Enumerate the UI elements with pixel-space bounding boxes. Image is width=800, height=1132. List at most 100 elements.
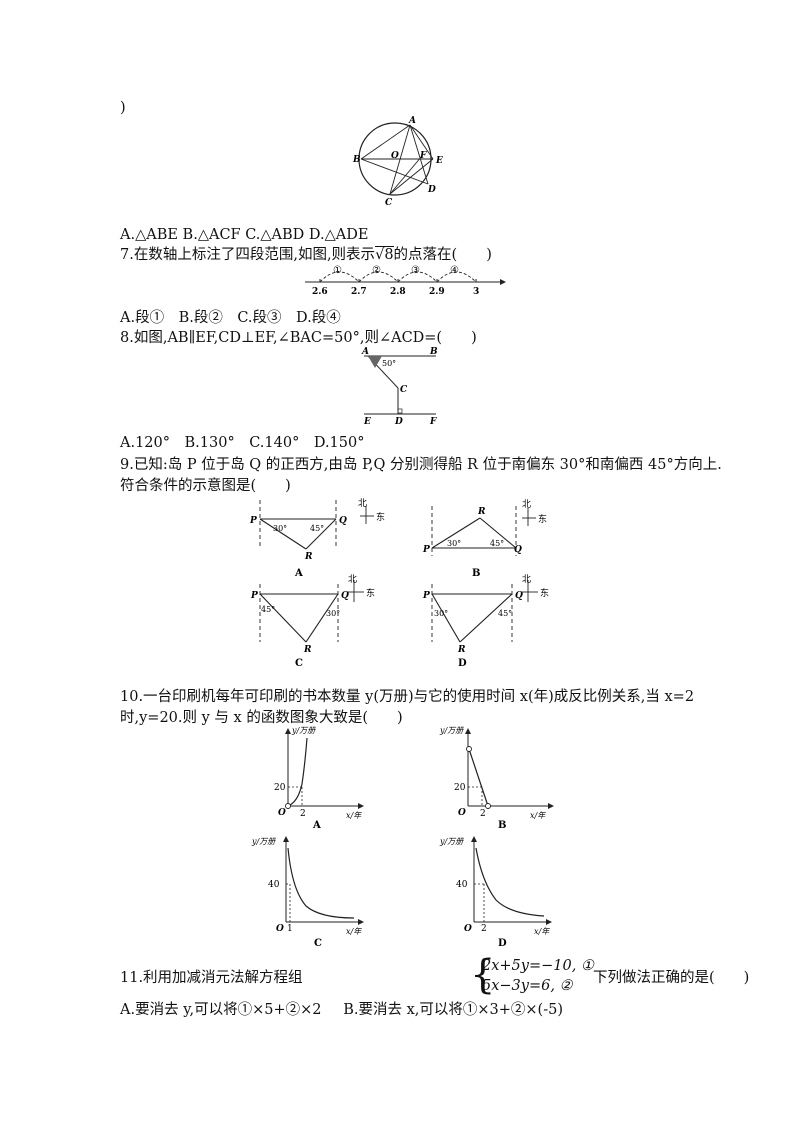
svg-text:x/年: x/年 [530,811,546,820]
q11-option-b: B.要消去 x,可以将①×3+②×(-5) [343,1002,563,1018]
svg-text:O: O [458,808,466,818]
svg-text:40: 40 [456,880,468,890]
q11-equation-2: 5x−3y=6, ② [482,978,573,994]
q9-stem-line2: 符合条件的示意图是( ) [120,478,291,494]
svg-text:B: B [352,155,361,165]
svg-text:D: D [427,185,436,195]
svg-text:Q: Q [341,591,349,601]
svg-text:E: E [363,417,371,427]
svg-text:C: C [400,385,408,395]
q10-stem-line1: 10.一台印刷机每年可印刷的书本数量 y(万册)与它的使用时间 x(年)成反比例… [120,689,695,705]
svg-text:O: O [276,924,284,934]
q10-graph-b: y/万册 x/年 O 20 2 B [439,726,554,831]
svg-text:Q: Q [515,591,523,601]
q11-equation-1: 2x+5y=−10, ① [482,958,594,974]
svg-text:y/万册: y/万册 [291,726,316,735]
svg-text:东: 东 [538,513,547,525]
svg-text:P: P [250,591,258,601]
svg-text:北: 北 [522,499,531,510]
svg-text:x/年: x/年 [346,811,362,820]
q10-stem-line2: 时,y=20.则 y 与 x 的函数图象大致是( ) [120,710,403,726]
q9-stem-line1: 9.已知:岛 P 位于岛 Q 的正西方,由岛 P,Q 分别测得船 R 位于南偏东… [120,457,722,473]
q10-graph-c: y/万册 x/年 O 40 1 C [251,836,364,949]
svg-text:E: E [435,156,443,166]
svg-text:O: O [278,808,286,818]
q7-stem: 7.在数轴上标注了四段范围,如图,则表示√8的点落在( ) [120,246,492,263]
q10-graph-d: y/万册 x/年 O 40 2 D [439,836,552,949]
svg-text:P: P [422,591,430,601]
svg-text:④: ④ [450,265,459,276]
svg-text:A: A [294,568,303,579]
q9-figure-d: 北 东 P Q R 30° 45° D [422,574,549,668]
svg-text:②: ② [372,265,381,276]
svg-text:Q: Q [514,545,522,555]
svg-text:.: . [334,266,337,277]
svg-text:30°: 30° [273,524,287,533]
svg-text:30°: 30° [326,609,340,618]
svg-text:③: ③ [411,265,420,276]
svg-text:2: 2 [481,924,487,934]
svg-text:B: B [498,820,506,831]
svg-text:O: O [391,151,399,161]
svg-text:D: D [498,938,507,949]
svg-text:C: C [314,938,322,949]
q6-options: A.△ABE B.△ACF C.△ABD D.△ADE [120,227,369,243]
svg-text:东: 东 [366,587,375,599]
svg-text:北: 北 [358,498,367,509]
svg-text:北: 北 [522,574,531,585]
svg-text:北: 北 [348,574,357,585]
svg-text:B: B [429,347,438,357]
q11-stem-post: 下列做法正确的是( ) [593,970,750,986]
svg-text:R: R [457,645,466,655]
svg-text:50°: 50° [382,359,396,368]
svg-text:45°: 45° [490,539,504,548]
svg-text:东: 东 [376,511,385,523]
svg-text:3: 3 [473,287,479,297]
q8-options: A.120° B.130° C.140° D.150° [120,435,365,451]
svg-text:x/年: x/年 [534,927,550,936]
top-paren: ) [120,100,126,116]
svg-text:20: 20 [454,783,466,793]
svg-text:F: F [429,417,437,427]
svg-text:20: 20 [274,783,286,793]
svg-text:P: P [422,545,430,555]
q11-options: A.要消去 y,可以将①×5+②×2 B.要消去 x,可以将①×3+②×(-5) [120,1000,563,1020]
svg-text:x/年: x/年 [346,927,362,936]
svg-text:y/万册: y/万册 [439,837,464,846]
svg-text:C: C [295,658,303,668]
q9-figure-c: 北 东 P Q R 45° 30° C [250,574,375,668]
svg-text:R: R [304,552,313,562]
svg-text:A: A [408,116,416,126]
svg-text:40: 40 [268,880,280,890]
svg-text:F: F [419,151,427,161]
svg-text:2.7: 2.7 [351,287,367,297]
svg-text:A: A [312,820,321,831]
q9-figure-a: 北 东 P Q R 30° 45° A [249,498,385,579]
svg-text:30°: 30° [434,609,448,618]
svg-text:2.8: 2.8 [390,287,406,297]
svg-text:①: ① [333,265,342,276]
q11-stem-pre: 11.利用加减消元法解方程组 [120,970,303,986]
svg-text:30°: 30° [447,539,461,548]
q7-number-line: . ① ② ③ ④ 2.6 2.7 2.8 2.9 3 [305,265,506,297]
svg-text:P: P [249,516,257,526]
svg-text:东: 东 [540,587,549,599]
svg-text:D: D [394,417,403,427]
q6-circle-figure: A B O F E D C [352,116,443,208]
svg-text:Q: Q [339,516,347,526]
svg-text:R: R [303,645,312,655]
q8-stem: 8.如图,AB∥EF,CD⊥EF,∠BAC=50°,则∠ACD=( ) [120,330,477,346]
svg-text:2: 2 [300,809,306,819]
q9-figure-b: 北 东 P Q R 30° 45° B [422,499,547,579]
svg-text:1: 1 [287,924,293,934]
svg-text:y/万册: y/万册 [439,726,464,735]
svg-text:y/万册: y/万册 [251,837,276,846]
svg-text:C: C [385,198,393,208]
svg-text:2.9: 2.9 [429,287,445,297]
svg-text:R: R [477,507,486,517]
q11-option-a: A.要消去 y,可以将①×5+②×2 [120,1002,322,1018]
svg-text:45°: 45° [261,605,275,614]
svg-text:D: D [458,658,467,668]
svg-text:2: 2 [480,809,486,819]
svg-text:A: A [361,347,369,357]
